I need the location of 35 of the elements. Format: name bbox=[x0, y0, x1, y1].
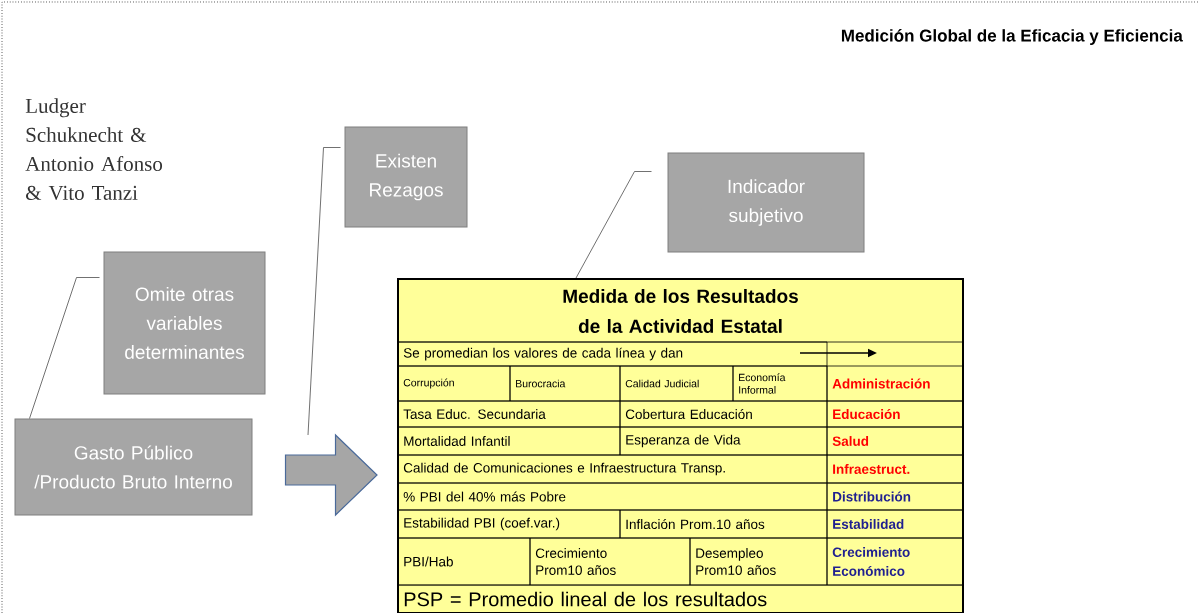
table-cell: Estabilidad bbox=[826, 509, 964, 539]
table-cell: Economía Informal bbox=[732, 365, 828, 402]
table-cell: Burocracia bbox=[509, 365, 621, 402]
block-arrow bbox=[284, 433, 378, 517]
callout-box: Omite otras variables determinantes bbox=[103, 251, 266, 395]
table-cell: Cobertura Educación bbox=[619, 400, 828, 428]
author-names: Ludger Schuknecht & Antonio Afonso & Vito Tanzi bbox=[25, 98, 163, 201]
table-cell: % PBI del 40% más Pobre bbox=[397, 482, 828, 511]
leader-line bbox=[307, 147, 341, 436]
table-cell: Crecimiento Económico bbox=[826, 537, 964, 586]
table-cell: Distribución bbox=[826, 482, 964, 511]
table-cell: Mortalidad Infantil bbox=[397, 426, 621, 456]
table-cell: Inflación Prom.10 años bbox=[619, 509, 828, 539]
table-cell: Desempleo Prom10 años bbox=[689, 537, 828, 586]
table-cell: Calidad Judicial bbox=[619, 365, 734, 402]
table-cell: Salud bbox=[826, 426, 964, 456]
table-title: Medida de los Resultados de la Actividad Estatal bbox=[397, 278, 964, 343]
leader-line bbox=[29, 277, 100, 419]
callout-box: Indicador subjetivo bbox=[667, 152, 865, 253]
table-cell: Administración bbox=[826, 365, 964, 402]
table-cell: Se promedian los valores de cada línea y dan bbox=[397, 341, 828, 367]
table-cell: Corrupción bbox=[397, 365, 511, 402]
table-cell: Educación bbox=[826, 400, 964, 428]
table-cell: Calidad de Comunicaciones e Infraestructura Transp. bbox=[397, 454, 828, 484]
table-cell: Infraestruct. bbox=[826, 454, 964, 484]
leader-line bbox=[575, 171, 652, 279]
process-box: Gasto Público /Producto Bruto Interno bbox=[14, 418, 253, 516]
table-cell: Tasa Educ. Secundaria bbox=[397, 400, 621, 428]
table-cell: Estabilidad PBI (coef.var.) bbox=[397, 509, 621, 539]
table-cell: PSP = Promedio lineal de los resultados bbox=[397, 584, 964, 613]
table-cell: PBI/Hab bbox=[397, 537, 531, 586]
table-cell: Esperanza de Vida bbox=[619, 426, 828, 456]
page-title: Medición Global de la Eficacia y Eficiencia bbox=[841, 29, 1183, 45]
table-cell: Crecimiento Prom10 años bbox=[529, 537, 691, 586]
callout-box: Existen Rezagos bbox=[344, 126, 468, 228]
